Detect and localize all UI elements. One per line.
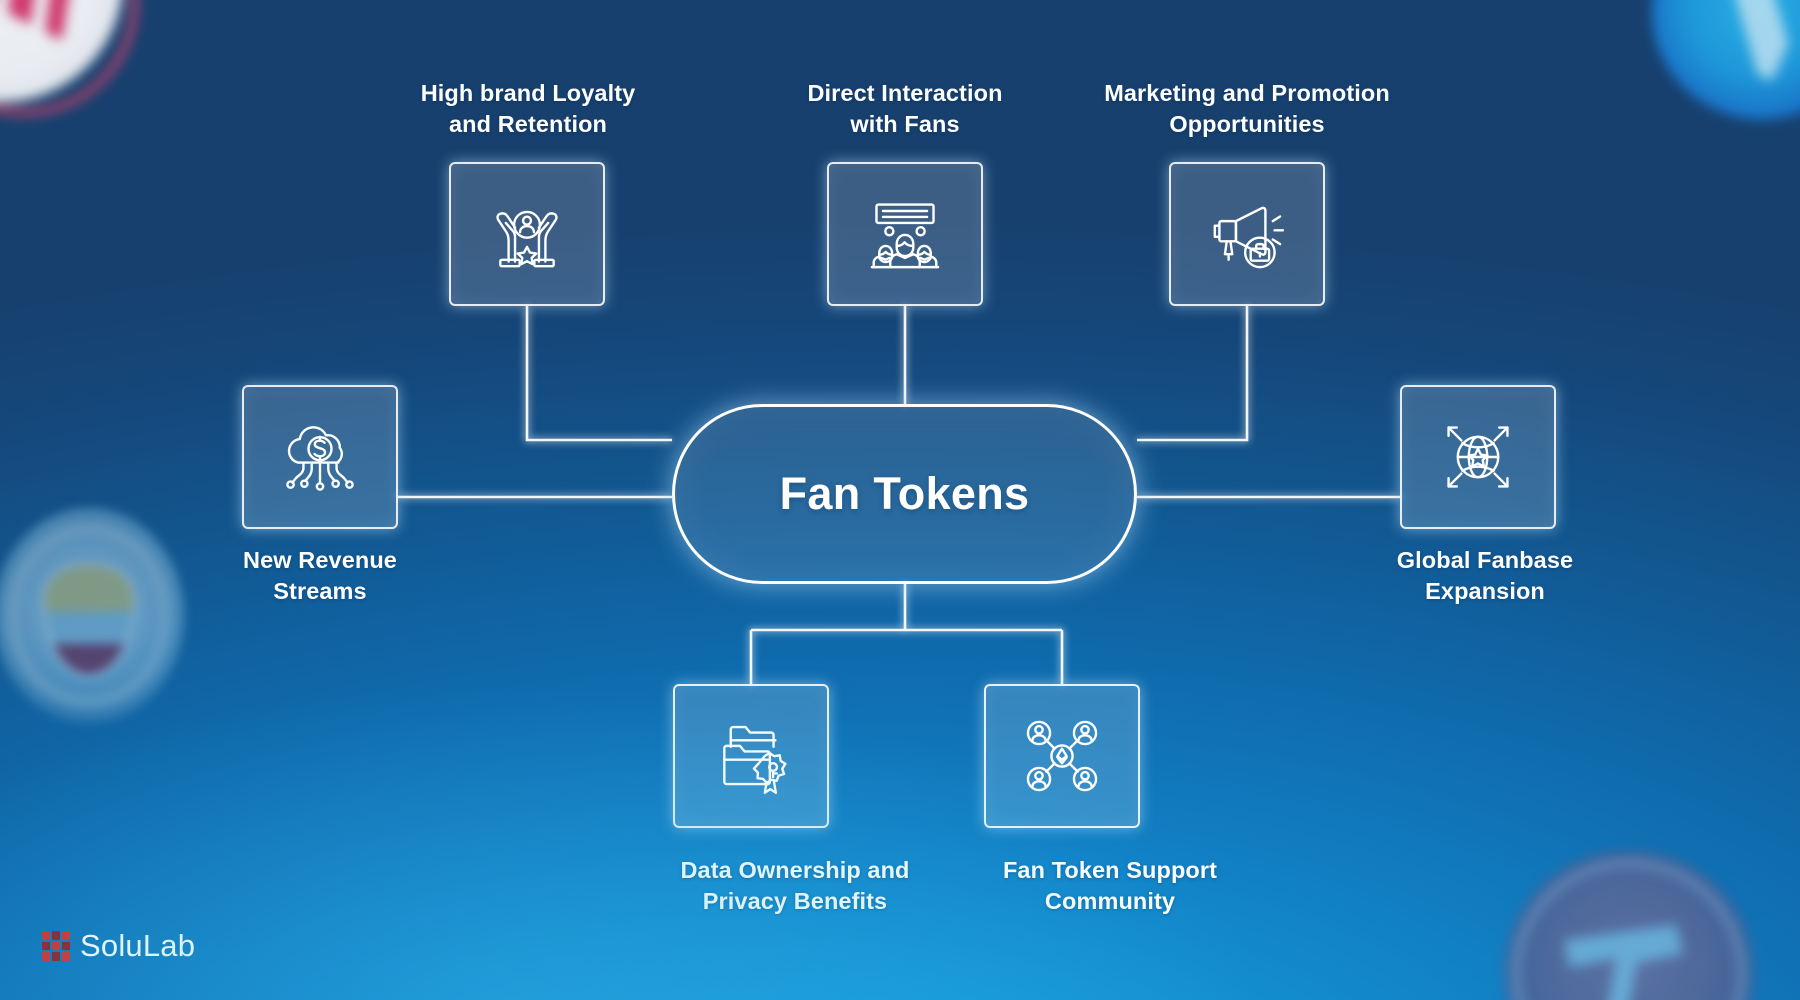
node-icon-box-fan-token-support-community[interactable] — [984, 684, 1140, 828]
node-label-fan-token-support-community: Fan Token Support Community — [1002, 857, 1218, 915]
node-icon-box-marketing-promotion[interactable] — [1169, 162, 1325, 306]
megaphone-briefcase-icon — [1213, 206, 1285, 269]
node-label-new-revenue-streams: New Revenue Streams — [243, 547, 397, 605]
globe-star-arrows-icon — [1447, 426, 1509, 488]
node-icon-box-direct-interaction[interactable] — [827, 162, 983, 306]
solulab-logo[interactable]: SoluLab — [42, 928, 195, 964]
node-icon-box-new-revenue-streams[interactable] — [242, 385, 398, 529]
node-label-high-brand-loyalty: High brand Loyalty and Retention — [420, 80, 636, 138]
solulab-logo-text: SoluLab — [80, 928, 196, 963]
cloud-dollar-network-icon — [286, 426, 354, 491]
node-icon-box-high-brand-loyalty[interactable] — [449, 162, 605, 306]
node-label-direct-interaction: Direct Interaction with Fans — [807, 80, 1003, 138]
center-node-fan-tokens[interactable]: Fan Tokens — [672, 404, 1137, 584]
presentation-audience-icon — [870, 203, 940, 269]
center-node-label: Fan Tokens — [779, 468, 1030, 519]
manchester-city-crest-icon — [0, 508, 184, 723]
solulab-pixel-logo-icon — [42, 931, 70, 961]
hands-holding-person-star-icon — [496, 210, 558, 268]
node-label-global-fanbase-expansion: Global Fanbase Expansion — [1396, 547, 1574, 605]
node-icon-box-data-ownership-privacy[interactable] — [673, 684, 829, 828]
node-icon-box-global-fanbase-expansion[interactable] — [1400, 385, 1556, 529]
people-network-token-icon — [1026, 720, 1098, 792]
folder-key-badge-icon — [723, 725, 787, 794]
purple-crypto-token-icon — [1504, 851, 1754, 1000]
node-label-data-ownership-privacy: Data Ownership and Privacy Benefits — [680, 857, 910, 915]
node-label-marketing-promotion: Marketing and Promotion Opportunities — [1104, 80, 1390, 138]
